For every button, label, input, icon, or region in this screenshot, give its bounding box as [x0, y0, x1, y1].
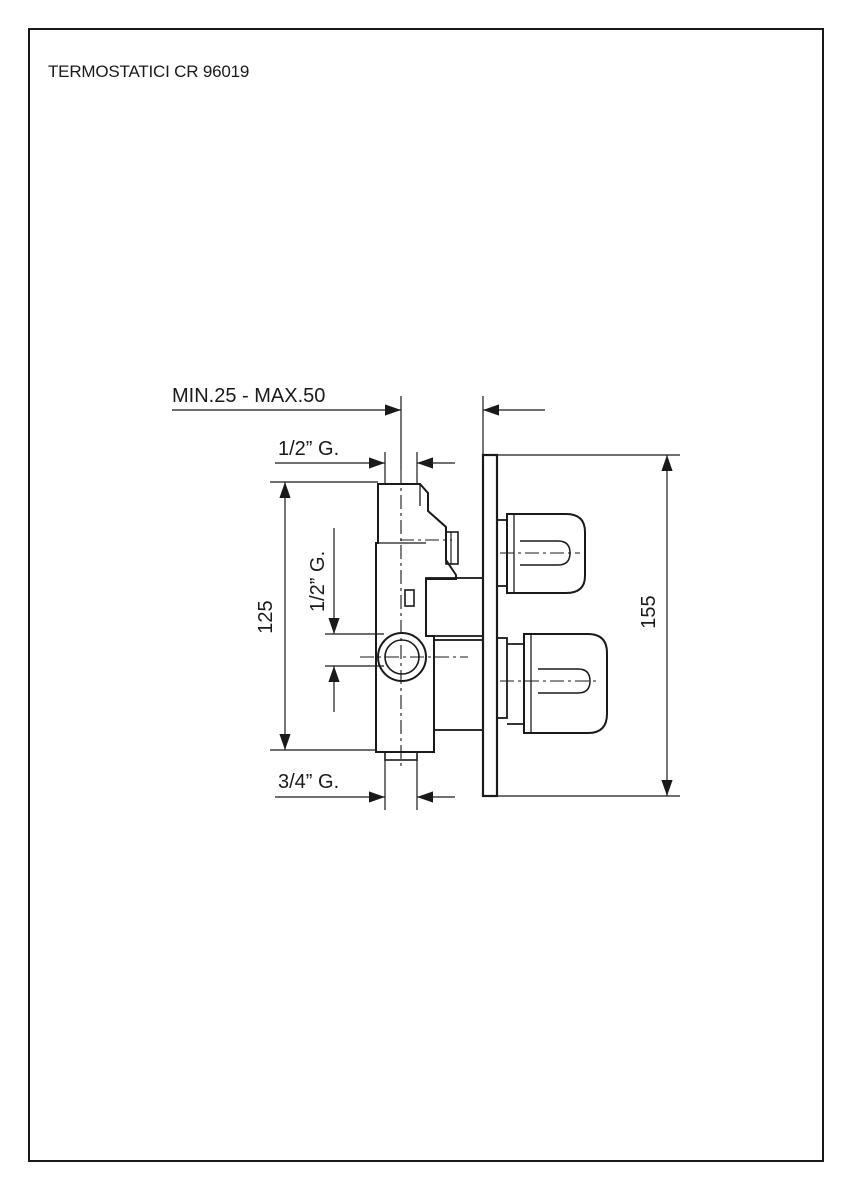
dim-label-wall-depth: MIN.25 - MAX.50 — [172, 385, 325, 407]
dim-plate-height: 155 — [497, 454, 680, 797]
dim-label-inlet-side: 1/2” G. — [307, 551, 329, 612]
dim-label-body-height: 125 — [255, 600, 277, 633]
dim-inlet-side: 1/2” G. — [307, 528, 384, 712]
sheet-title: TERMOSTATICI CR 96019 — [48, 62, 250, 81]
dim-label-outlet-bottom: 3/4” G. — [278, 771, 339, 793]
cover-plate — [481, 453, 499, 798]
valve-body — [375, 483, 484, 761]
dim-inlet-top: 1/2” G. — [275, 438, 455, 484]
dim-outlet-bottom: 3/4” G. — [275, 760, 455, 810]
dim-wall-depth: MIN.25 - MAX.50 — [172, 385, 545, 470]
dim-body-height: 125 — [255, 481, 378, 751]
lower-handle — [496, 633, 608, 734]
dim-label-inlet-top: 1/2” G. — [278, 438, 339, 460]
drawing-sheet: TERMOSTATICI CR 96019 — [28, 28, 824, 1162]
dim-label-plate-height: 155 — [638, 595, 660, 628]
center-lines — [360, 470, 600, 770]
